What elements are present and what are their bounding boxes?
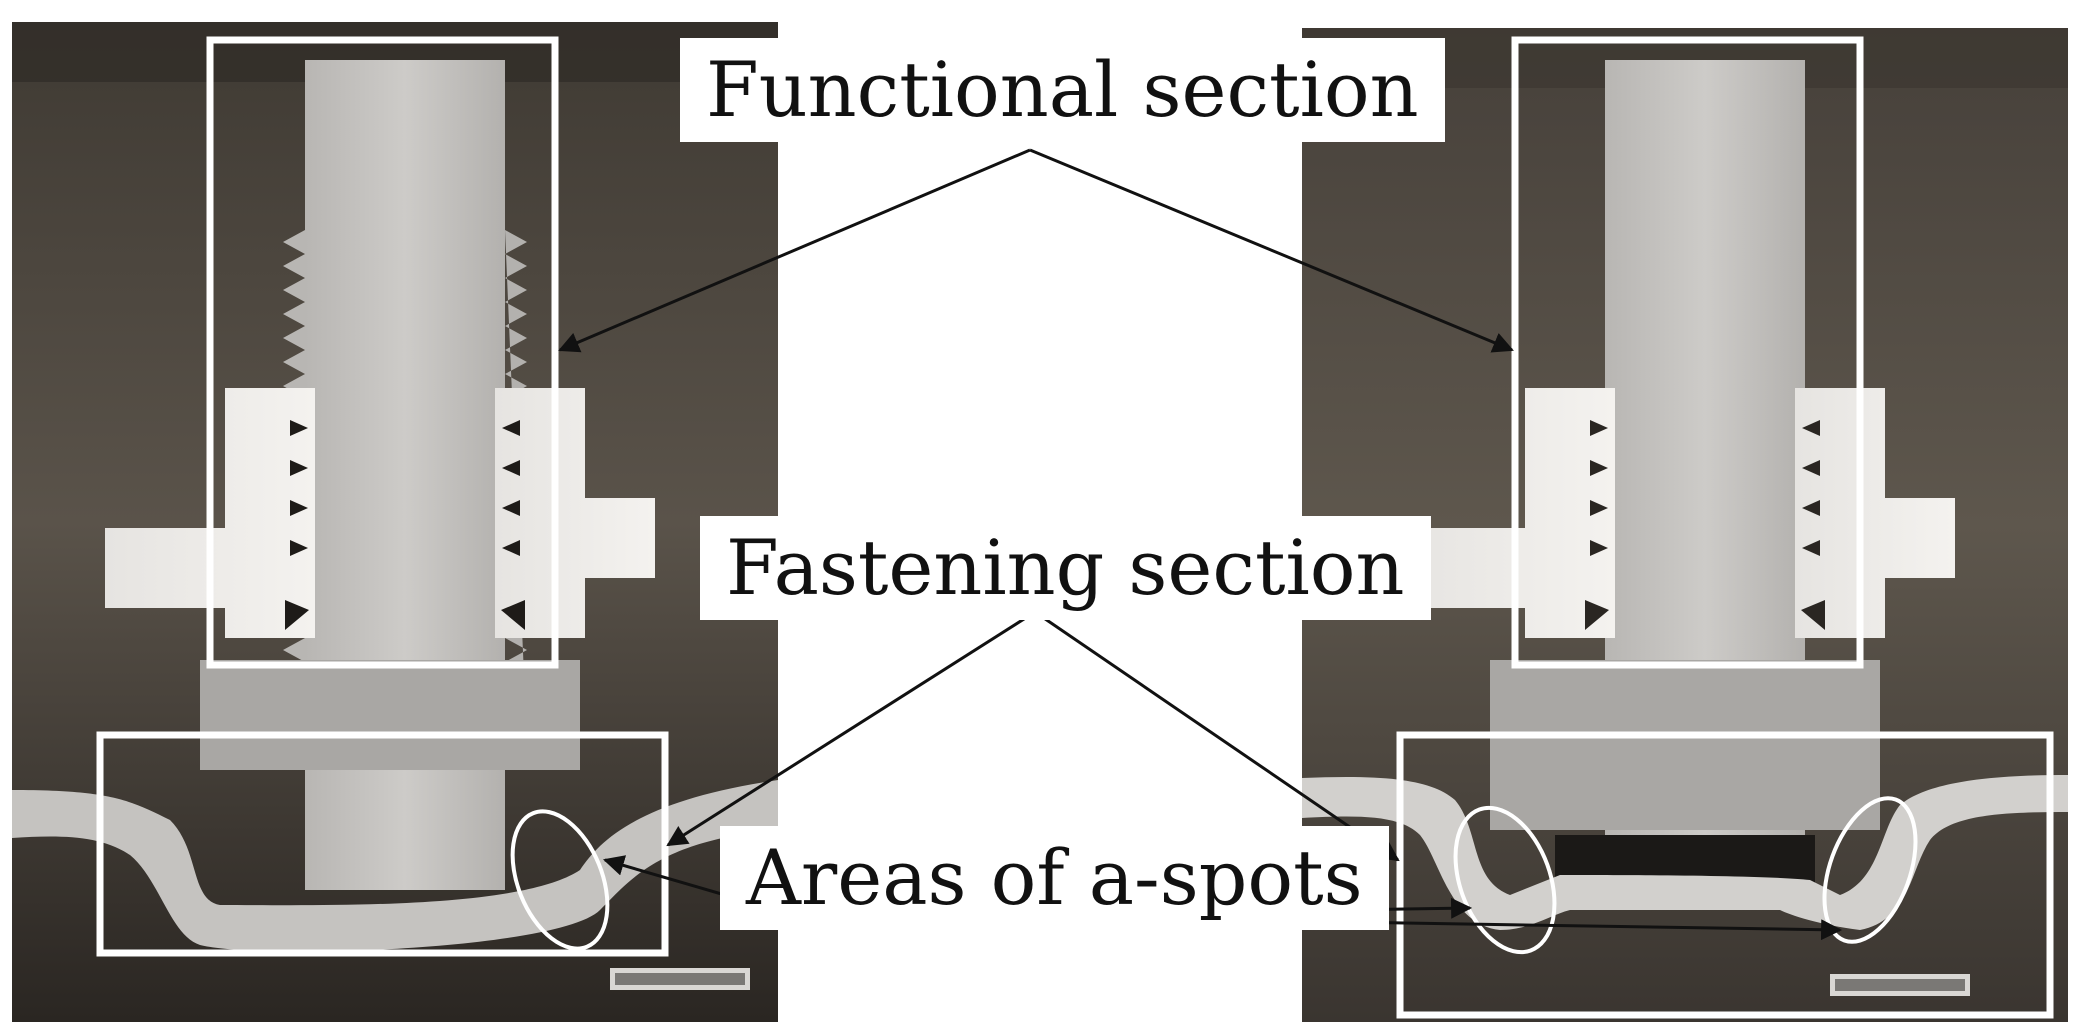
arrow-functional-right xyxy=(1029,148,1514,353)
left-fastening-frame xyxy=(96,731,669,957)
section-frames xyxy=(96,36,2054,1019)
fastening-section-label: Fastening section xyxy=(700,516,1431,620)
left-cross-section-photo xyxy=(12,22,778,1022)
arrow-fastening-right xyxy=(1034,610,1400,862)
left-functional-frame xyxy=(206,36,559,669)
arrow-fastening-left xyxy=(666,610,1036,847)
functional-section-label: Functional section xyxy=(680,38,1445,142)
right-a-spot-ellipse-1 xyxy=(1453,805,1557,955)
right-a-spot-ellipse-2 xyxy=(1822,796,1918,944)
arrow-aspots-left xyxy=(602,855,726,897)
a-spot-ellipses xyxy=(510,796,1918,955)
left-a-spot-ellipse xyxy=(510,809,610,951)
arrow-aspots-right-2 xyxy=(1339,919,1843,941)
arrow-functional-left xyxy=(558,148,1031,353)
right-fastening-frame xyxy=(1396,731,2054,1019)
annotation-arrows xyxy=(558,148,1843,941)
right-functional-frame xyxy=(1511,36,1864,669)
a-spots-label: Areas of a-spots xyxy=(720,826,1389,930)
